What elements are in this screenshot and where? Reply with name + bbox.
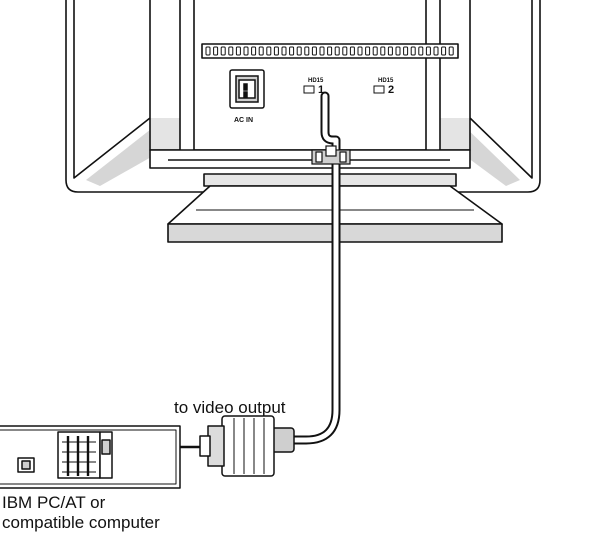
vent-hole [228, 46, 234, 56]
vent-hole [387, 46, 393, 56]
vent-hole [365, 46, 371, 56]
port-2-number: 2 [388, 84, 394, 96]
monitor-rear [65, 0, 541, 193]
vent-hole [349, 46, 355, 56]
vga-plug [199, 415, 295, 477]
vent-hole [357, 46, 363, 56]
vent-hole [319, 46, 325, 56]
vent-hole [448, 46, 454, 56]
port-1-hd15-label: HD15 [308, 78, 324, 84]
vent-hole [243, 46, 249, 56]
vent-hole [213, 46, 219, 56]
vent-hole [220, 46, 226, 56]
vent-hole [296, 46, 302, 56]
vent-hole [441, 46, 447, 56]
computer-label-line-2: compatible computer [2, 513, 160, 532]
vent-hole [425, 46, 431, 56]
vent-slots [205, 46, 454, 56]
vent-hole [395, 46, 401, 56]
vent-hole [289, 46, 295, 56]
vent-hole [273, 46, 279, 56]
hd15-port-2: HD15 2 [373, 78, 394, 96]
vent-hole [251, 46, 257, 56]
vent-hole [342, 46, 348, 56]
vent-hole [281, 46, 287, 56]
computer-rear-panel [0, 425, 181, 489]
vent-hole [258, 46, 264, 56]
computer-label-line-1: IBM PC/AT or [2, 493, 106, 512]
vent-hole [372, 46, 378, 56]
vent-hole [410, 46, 416, 56]
video-cable [287, 91, 341, 445]
vent-hole [304, 46, 310, 56]
vent-hole [205, 46, 211, 56]
vent-hole [418, 46, 424, 56]
video-output-label: to video output [174, 398, 286, 417]
vent-hole [327, 46, 333, 56]
vent-hole [433, 46, 439, 56]
port-2-hd15-label: HD15 [378, 78, 394, 84]
vent-hole [311, 46, 317, 56]
vent-hole [235, 46, 241, 56]
ac-in-socket [229, 69, 265, 109]
port-1-number: 1 [318, 84, 324, 96]
monitor-side-connector [311, 145, 351, 165]
vent-hole [334, 46, 340, 56]
hd15-port-1: HD15 1 [303, 78, 324, 96]
vent-hole [403, 46, 409, 56]
ac-in-label: AC IN [234, 117, 253, 124]
vent-hole [380, 46, 386, 56]
vent-hole [266, 46, 272, 56]
